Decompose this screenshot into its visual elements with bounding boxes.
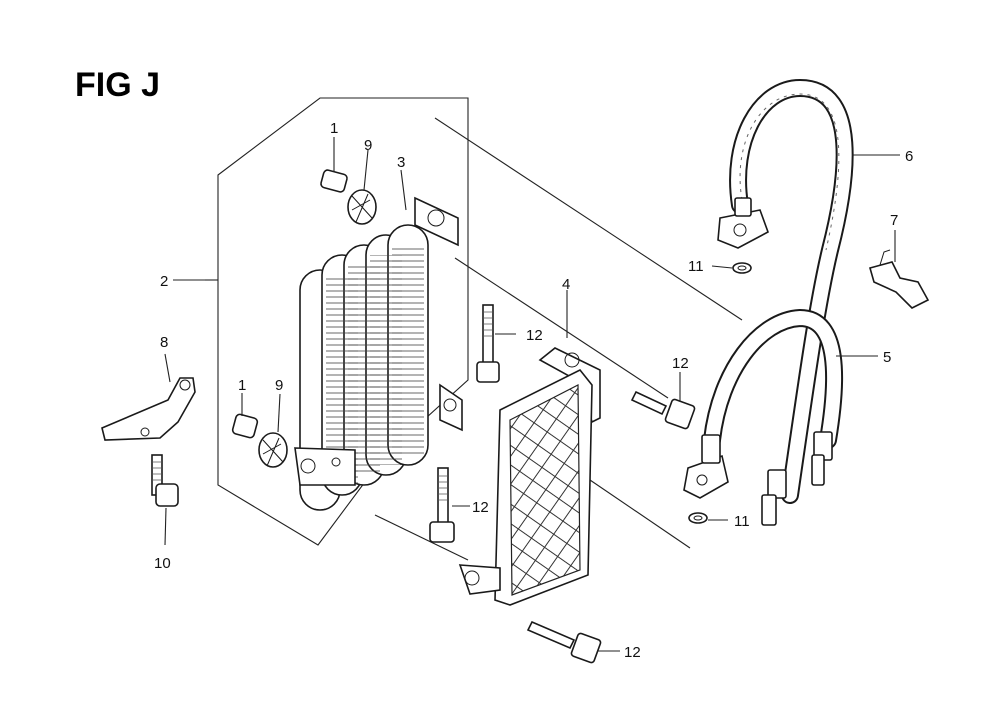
oil-hose-lower xyxy=(683,308,844,499)
grommet-bottom xyxy=(258,432,288,468)
callout-1-bottom: 1 xyxy=(238,377,246,394)
callout-8: 8 xyxy=(160,334,168,351)
bolt-middle xyxy=(429,467,455,543)
callout-3: 3 xyxy=(397,154,405,171)
oil-cooler-core xyxy=(294,196,463,511)
callout-1-top: 1 xyxy=(330,120,338,137)
grommet-top xyxy=(347,189,377,225)
bracket-bolt xyxy=(151,454,179,507)
callout-11-upper: 11 xyxy=(688,258,704,275)
bolt-upper xyxy=(476,304,500,383)
callout-12-bracket: 12 xyxy=(672,355,689,372)
callout-5: 5 xyxy=(883,349,891,366)
callout-2: 2 xyxy=(160,273,168,290)
hose-clip xyxy=(869,249,930,309)
callout-12-lower: 12 xyxy=(624,644,641,661)
washer-lower xyxy=(688,512,708,524)
oil-hose-upper xyxy=(717,78,854,526)
collar-top xyxy=(320,169,348,193)
callout-9-top: 9 xyxy=(364,137,372,154)
collar-bottom xyxy=(231,413,259,439)
callout-4: 4 xyxy=(562,276,570,293)
bolt-lower xyxy=(526,620,602,664)
cooler-guard xyxy=(458,347,601,606)
callout-leaders xyxy=(164,137,900,652)
callout-9-bottom: 9 xyxy=(275,377,283,394)
mounting-bracket xyxy=(101,377,196,441)
callout-10: 10 xyxy=(154,555,171,572)
guide-lines xyxy=(374,117,743,561)
callout-11-lower: 11 xyxy=(734,513,750,530)
callout-12-upper: 12 xyxy=(526,327,543,344)
callout-7: 7 xyxy=(890,212,898,229)
washer-upper xyxy=(732,262,752,274)
callout-12-middle: 12 xyxy=(472,499,489,516)
callout-6: 6 xyxy=(905,148,913,165)
bolt-bracket xyxy=(630,390,696,430)
callout-numbers: 1 9 3 2 4 12 12 12 12 8 1 9 10 11 11 5 6… xyxy=(154,120,913,661)
figure-title: FIG J xyxy=(75,66,160,104)
